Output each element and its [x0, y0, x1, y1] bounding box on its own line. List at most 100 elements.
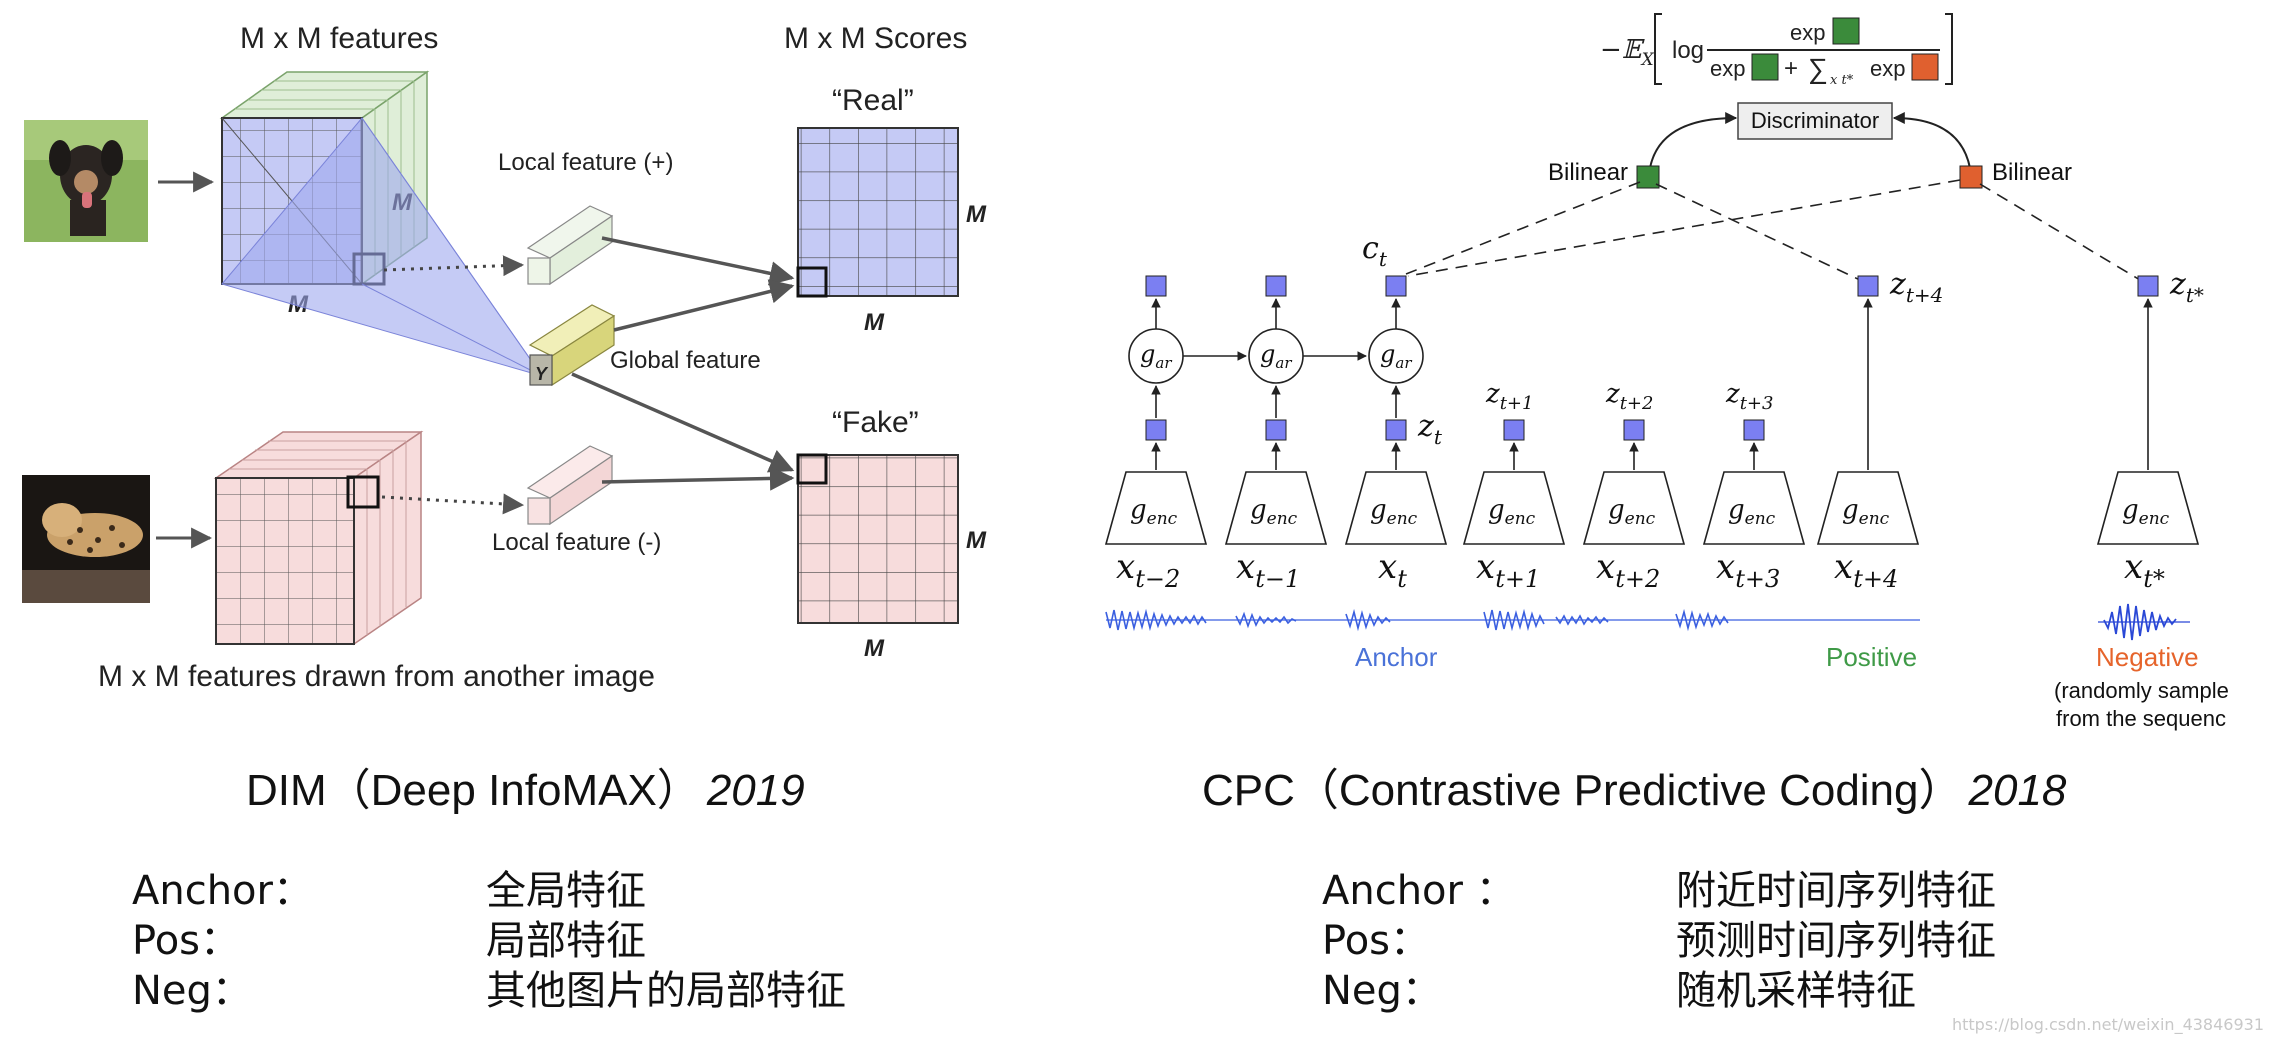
svg-text:genc: genc: [1488, 495, 1536, 529]
svg-text:x t*: x t*: [1830, 73, 1854, 88]
svg-text:xt: xt: [1378, 547, 1407, 593]
dim-row-pos: Pos： 局部特征: [132, 908, 952, 964]
encoder-5: [1582, 471, 1686, 545]
svg-text:xt+1: xt+1: [1476, 547, 1540, 593]
loss-formula: −𝔼X log exp exp + ∑ x t* exp: [1600, 13, 1953, 88]
svg-text:genc: genc: [1608, 495, 1656, 529]
dim-caption-text: DIM（Deep InfoMAX）: [246, 766, 701, 815]
svg-text:genc: genc: [1728, 495, 1776, 529]
dog-image: [24, 120, 148, 242]
anchor-label: Anchor: [1355, 642, 1438, 672]
discriminator-box: [1737, 102, 1893, 140]
encoder-3: [1344, 471, 1448, 545]
global-y-symbol: Y: [535, 364, 549, 384]
encoder-6: [1702, 471, 1806, 545]
svg-text:xt−2: xt−2: [1116, 547, 1180, 593]
svg-text:genc: genc: [1370, 495, 1418, 529]
z-pos-node: [1857, 275, 1879, 297]
dim-caption-year: 2019: [706, 766, 805, 815]
global-feature-label: Global feature: [610, 347, 761, 374]
local-feature-neg: [526, 445, 614, 526]
svg-text:gar: gar: [1260, 340, 1292, 372]
cpc-anchor-key: Anchor ：: [1322, 868, 1516, 914]
bilinear-dashed-links: [1405, 179, 2141, 281]
encoder-4: [1462, 471, 1566, 545]
bilinear-right-label: Bilinear: [1992, 159, 2072, 186]
g-ar-chain: gar gar gar: [1128, 298, 1424, 384]
global-to-fake: [571, 372, 795, 473]
watermark: https://blog.csdn.net/weixin_43846931: [1951, 1015, 2264, 1034]
dim-anchor-key: Anchor：: [132, 868, 313, 914]
svg-text:−𝔼X: −𝔼X: [1600, 35, 1655, 70]
dim-pos-key: Pos：: [132, 918, 241, 964]
z-t-label: zt: [1417, 409, 1443, 449]
z-pos-label: zt+4: [1889, 267, 1943, 307]
encoder-7: [1816, 471, 1920, 545]
dim-row-anchor: Anchor： 全局特征: [132, 858, 952, 914]
cpc-caption-text: CPC（Contrastive Predictive Coding）: [1202, 766, 1963, 815]
bilinear-left-node: [1636, 165, 1660, 189]
dim-neg-key: Neg：: [132, 968, 252, 1014]
bilinear-left-label: Bilinear: [1548, 159, 1628, 186]
real-m-bottom: M: [864, 309, 885, 336]
z-nodes: [1145, 385, 1765, 441]
svg-text:exp: exp: [1790, 20, 1825, 45]
svg-text:xt*: xt*: [2124, 547, 2165, 593]
negative-label: Negative: [2096, 642, 2199, 672]
dim-caption: DIM（Deep InfoMAX）2019: [246, 754, 805, 818]
loss-den-green: [1751, 53, 1779, 81]
c-t-label: ct: [1362, 231, 1388, 271]
local-neg-to-fake: [601, 466, 795, 491]
drawn-from-label: M x M features drawn from another image: [98, 660, 655, 693]
dim-feature-title: M x M features: [240, 22, 438, 55]
fake-feature-cube: [213, 430, 424, 646]
svg-text:genc: genc: [1842, 495, 1890, 529]
dim-row-neg: Neg： 其他图片的局部特征: [132, 958, 952, 1014]
cpc-row-neg: Neg： 随机采样特征: [1322, 958, 2082, 1014]
context-node-1: [1145, 275, 1167, 297]
real-score-matrix: [796, 127, 959, 298]
dim-anchor-value: 全局特征: [486, 868, 646, 914]
z-future-3: zt+3: [1725, 379, 1773, 414]
fake-highlight-cell: [346, 475, 380, 509]
dim-neg-value: 其他图片的局部特征: [486, 968, 846, 1014]
cpc-diagram: −𝔼X log exp exp + ∑ x t* exp Discriminat…: [1104, 13, 2229, 731]
input-labels: xt−2 xt−1 xt xt+1 xt+2 xt+3 xt+4 xt*: [1116, 547, 2165, 593]
svg-text:genc: genc: [1250, 495, 1298, 529]
z-neg-label: zt*: [2169, 267, 2204, 307]
real-label: “Real”: [832, 84, 914, 117]
encoders: genc genc genc genc genc genc genc genc: [1104, 298, 2200, 545]
dim-scores-title: M x M Scores: [784, 22, 967, 55]
real-m-right: M: [966, 201, 987, 228]
z-future-1: zt+1: [1485, 379, 1533, 414]
local-feature-pos: [526, 205, 614, 286]
svg-text:log: log: [1672, 37, 1704, 64]
cpc-row-pos: Pos： 预测时间序列特征: [1322, 908, 2082, 964]
loss-den-orange: [1911, 53, 1939, 81]
svg-text:∑: ∑: [1808, 53, 1828, 84]
fake-score-highlight: [796, 453, 828, 485]
bilinear-left-curve: [1649, 112, 1738, 169]
cpc-summary-table: Anchor ： 附近时间序列特征 Pos： 预测时间序列特征 Neg： 随机采…: [1322, 858, 2082, 1014]
cpc-pos-value: 预测时间序列特征: [1676, 918, 1996, 964]
real-score-highlight: [796, 266, 828, 298]
encoder-1: [1104, 471, 1208, 545]
cpc-neg-key: Neg：: [1322, 968, 1442, 1014]
svg-text:xt+4: xt+4: [1834, 547, 1898, 593]
positive-label: Positive: [1826, 642, 1917, 672]
bilinear-right-curve: [1892, 112, 1971, 169]
cpc-neg-value: 随机采样特征: [1676, 968, 1916, 1014]
negative-note-1: (randomly sample: [2054, 678, 2229, 703]
svg-text:xt+3: xt+3: [1716, 547, 1780, 593]
global-to-real: [613, 279, 795, 332]
global-feature-bar: Y: [528, 304, 616, 387]
fake-score-matrix: [796, 453, 959, 624]
encoder-8: [2096, 471, 2200, 545]
svg-text:gar: gar: [1380, 340, 1412, 372]
fake-label: “Fake”: [832, 406, 919, 439]
svg-text:genc: genc: [1130, 495, 1178, 529]
negative-note-2: from the sequenc: [2056, 706, 2226, 731]
encoder-2: [1224, 471, 1328, 545]
cpc-row-anchor: Anchor ： 附近时间序列特征: [1322, 858, 2082, 914]
